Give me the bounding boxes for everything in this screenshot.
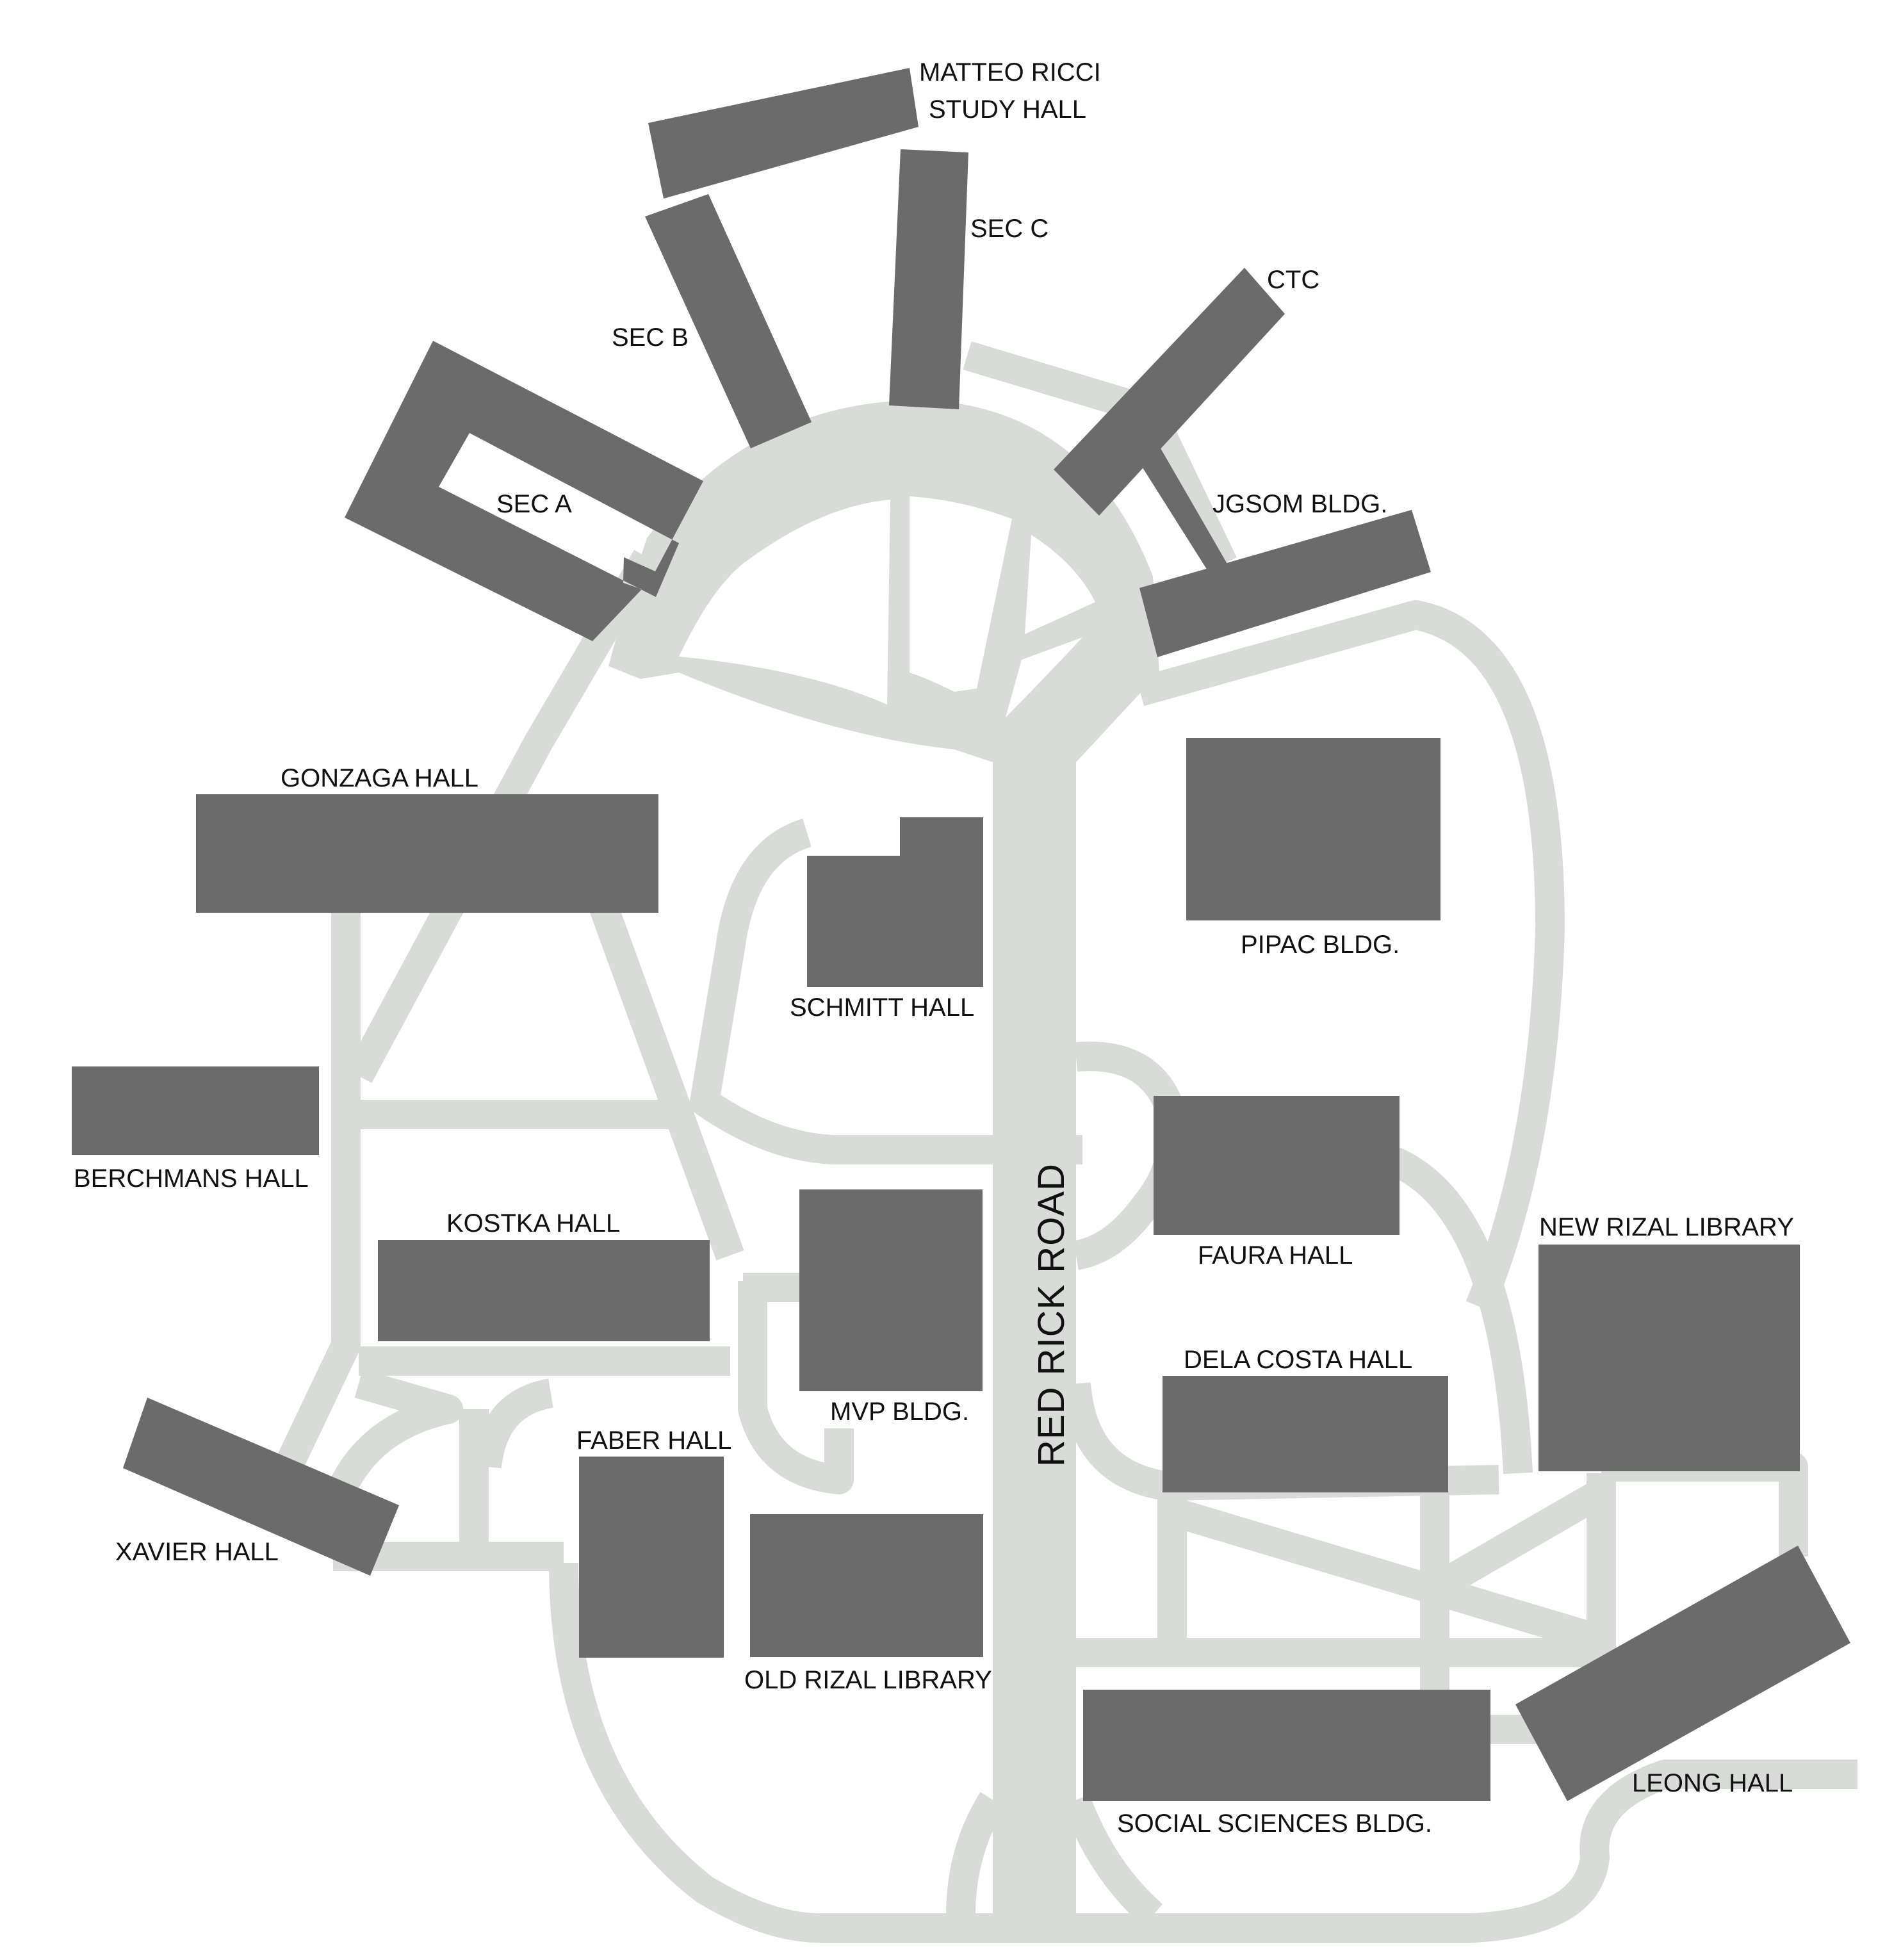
- building-gonzaga-hall[interactable]: [196, 794, 658, 913]
- label-new-rizal: NEW RIZAL LIBRARY: [1539, 1213, 1794, 1241]
- label-xavier: XAVIER HALL: [115, 1538, 279, 1566]
- building-xavier-hall[interactable]: [123, 1398, 399, 1576]
- plaza-inner-lawn-right2: [1006, 637, 1082, 717]
- label-red-rick-road: RED RICK ROAD: [1031, 1163, 1072, 1467]
- plaza-inner-lawn-left: [679, 500, 890, 705]
- label-sec-a: SEC A: [496, 490, 572, 518]
- path-mid-diagonal: [588, 898, 744, 1261]
- path-east-loop: [1136, 600, 1565, 1312]
- labels: MATTEO RICCI STUDY HALL SEC C SEC B SEC …: [74, 58, 1794, 1838]
- path-schmitt-curve: [690, 818, 1082, 1164]
- label-mvp: MVP BLDG.: [830, 1398, 969, 1426]
- path-east-diag2: [1427, 1480, 1609, 1601]
- path-east-diag1: [1168, 1497, 1606, 1654]
- label-faura: FAURA HALL: [1198, 1241, 1353, 1270]
- plaza-inner-lawn-mid: [910, 496, 1012, 692]
- red-rick-road: [993, 685, 1076, 1941]
- path-southern-loop: [549, 1562, 1857, 1943]
- label-sec-c: SEC C: [970, 215, 1049, 243]
- label-schmitt: SCHMITT HALL: [790, 993, 974, 1022]
- path-dela-costa-loop: [1061, 1382, 1499, 1501]
- building-ctc[interactable]: [1054, 268, 1285, 516]
- path-faura-east: [1384, 1145, 1533, 1474]
- building-jgsom[interactable]: [1139, 510, 1431, 657]
- label-faber: FABER HALL: [576, 1426, 731, 1455]
- building-dela-costa-hall[interactable]: [1163, 1376, 1448, 1492]
- label-matteo-ricci-1: MATTEO RICCI: [919, 58, 1101, 86]
- building-kostka-hall[interactable]: [378, 1240, 710, 1341]
- path-old-rizal-south: [946, 1792, 1006, 1916]
- path-newrizal-se: [1601, 1452, 1808, 1556]
- building-new-rizal-library[interactable]: [1538, 1245, 1800, 1471]
- path-mvp-loop: [738, 1281, 854, 1494]
- building-mvp[interactable]: [799, 1189, 983, 1391]
- building-leong-hall[interactable]: [1515, 1546, 1850, 1801]
- label-leong: LEONG HALL: [1632, 1769, 1793, 1797]
- building-matteo-ricci[interactable]: [648, 68, 918, 199]
- path-faber-corner: [472, 1378, 554, 1469]
- path-west-vertical: [268, 910, 361, 1486]
- label-matteo-ricci-2: STUDY HALL: [929, 95, 1086, 124]
- plaza-inner-lawn-right: [1025, 535, 1095, 634]
- building-social-sciences[interactable]: [1083, 1690, 1490, 1801]
- building-sec-c[interactable]: [889, 149, 968, 409]
- label-old-rizal: OLD RIZAL LIBRARY: [744, 1666, 992, 1694]
- path-north-arc: [963, 341, 1132, 418]
- label-social-sciences: SOCIAL SCIENCES BLDG.: [1117, 1809, 1432, 1838]
- building-old-rizal-library[interactable]: [750, 1514, 983, 1657]
- building-faura-hall[interactable]: [1154, 1096, 1399, 1235]
- path-social-sciences-curve: [1062, 1795, 1163, 1927]
- building-berchmans-hall[interactable]: [72, 1066, 319, 1155]
- label-jgsom: JGSOM BLDG.: [1212, 490, 1387, 518]
- label-kostka: KOSTKA HALL: [446, 1209, 620, 1237]
- label-berchmans: BERCHMANS HALL: [74, 1164, 309, 1193]
- label-ctc: CTC: [1267, 266, 1319, 294]
- buildings: [72, 68, 1850, 1801]
- label-sec-b: SEC B: [612, 323, 689, 352]
- building-sec-b[interactable]: [645, 194, 812, 448]
- building-faber-hall[interactable]: [579, 1457, 724, 1658]
- label-dela-costa: DELA COSTA HALL: [1184, 1346, 1412, 1374]
- label-gonzaga: GONZAGA HALL: [281, 764, 478, 792]
- building-pipac[interactable]: [1186, 738, 1440, 920]
- building-jgsom-connector: [1140, 448, 1232, 580]
- label-pipac: PIPAC BLDG.: [1241, 931, 1399, 959]
- building-schmitt-hall[interactable]: [807, 817, 983, 987]
- building-sec-a[interactable]: [345, 341, 703, 641]
